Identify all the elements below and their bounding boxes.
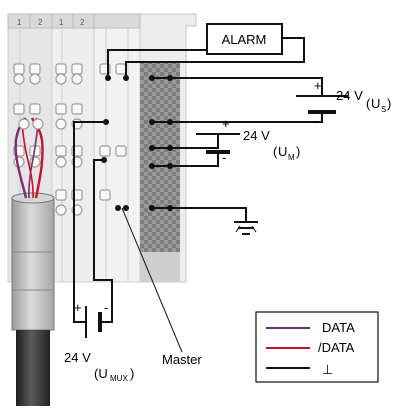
svg-text:24 V: 24 V: [64, 350, 91, 365]
umux-minus-sign: -: [104, 300, 108, 315]
terminal-connections: [101, 75, 173, 211]
legend-label-ndata: /DATA: [318, 340, 355, 355]
battery-us: + -: [296, 78, 348, 129]
terminal-stripe: [140, 62, 180, 252]
master-label: Master: [162, 352, 202, 367]
svg-text:M: M: [288, 153, 295, 162]
battery-umux: + -: [74, 300, 108, 338]
umux-label: 24 V (U MUX ): [64, 350, 134, 383]
umux-plus-sign: +: [74, 300, 82, 315]
legend-label-ground: ⊥: [322, 362, 333, 377]
alarm-label: ALARM: [222, 32, 267, 47]
svg-text:): ): [130, 366, 134, 381]
svg-text:(U: (U: [94, 366, 108, 381]
terminal-openings: [13, 63, 127, 216]
us-plus-sign: +: [314, 78, 322, 93]
svg-text:24 V: 24 V: [336, 88, 363, 103]
um-plus-sign: +: [222, 116, 230, 131]
us-minus-sign: -: [314, 114, 318, 129]
alarm-box: ALARM: [206, 23, 283, 55]
terminal-number-2: 2: [38, 18, 43, 27]
terminal-number-1: 1: [17, 18, 22, 27]
legend-label-data: DATA: [322, 320, 355, 335]
svg-text:MUX: MUX: [110, 374, 128, 383]
svg-text:): ): [296, 144, 300, 159]
terminal-number-3: 1: [59, 18, 64, 27]
ground-icon: [234, 221, 258, 235]
svg-text:(: (: [273, 144, 278, 159]
svg-text:U: U: [278, 144, 287, 159]
legend: DATA /DATA ⊥: [255, 311, 379, 383]
um-label: 24 V ( U M ): [243, 128, 300, 162]
svg-text:(: (: [366, 96, 371, 111]
svg-text:): ): [387, 96, 391, 111]
battery-um: + -: [196, 116, 240, 165]
svg-text:24 V: 24 V: [243, 128, 270, 143]
wiring: [73, 37, 323, 353]
bus-cable: [11, 117, 55, 406]
svg-text:S: S: [381, 105, 386, 114]
um-minus-sign: -: [222, 150, 226, 165]
us-label: 24 V ( U S ): [336, 88, 391, 114]
terminal-number-4: 2: [80, 18, 85, 27]
svg-text:U: U: [371, 96, 380, 111]
